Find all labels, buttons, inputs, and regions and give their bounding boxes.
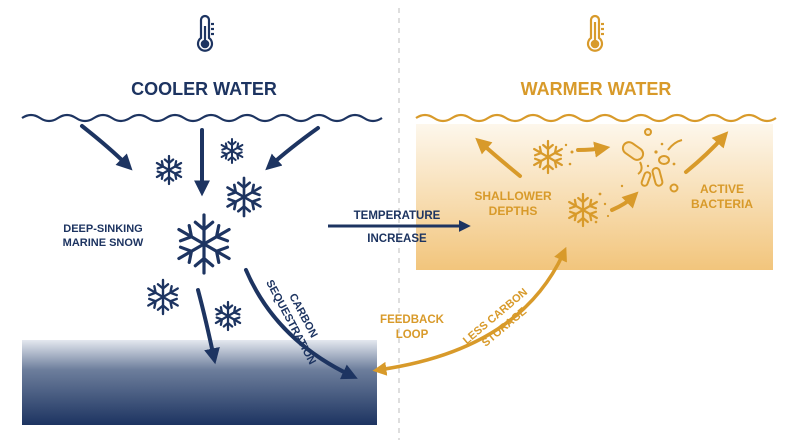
warmer-title: WARMER WATER — [521, 79, 672, 99]
snowflake-icon — [214, 300, 242, 332]
snowflake-icon — [177, 213, 231, 275]
snowflake-icon — [155, 154, 183, 186]
feedback-label-line2: LOOP — [396, 329, 429, 341]
snowflake-icon — [220, 137, 244, 165]
arrow-icon — [684, 131, 729, 174]
feedback-arrow-icon — [372, 246, 567, 376]
snow-label-line1: DEEP-SINKING — [63, 223, 142, 235]
particle-dots — [564, 142, 676, 224]
warm-surface-wave-icon — [415, 113, 777, 123]
cool-surface-wave-icon — [21, 113, 383, 123]
arrow-icon — [196, 288, 220, 365]
arrow-icon — [610, 191, 639, 212]
temperature-label-line1: TEMPERATURE — [354, 210, 441, 222]
bacteria-label-line2: BACTERIA — [691, 197, 753, 211]
cooler-title: COOLER WATER — [131, 79, 277, 99]
arrow-icon — [244, 268, 358, 380]
depth-label-line2: DEPTHS — [489, 204, 538, 218]
bacteria-label-line1: ACTIVE — [700, 182, 744, 196]
snowflake-icon — [226, 176, 262, 218]
feedback-label-line1: FEEDBACK — [380, 314, 445, 326]
thermometer-icon — [586, 14, 604, 52]
depth-label-line1: SHALLOWER — [474, 189, 552, 203]
arrow-icon — [475, 137, 522, 178]
bacteria-icon — [621, 128, 683, 193]
snowflake-icon — [147, 278, 179, 316]
temperature-label-line2: INCREASE — [367, 233, 427, 245]
arrow-icon — [80, 124, 133, 171]
thermometer-icon — [196, 14, 214, 52]
snow-label-line2: MARINE SNOW — [63, 237, 144, 249]
deep-water-region — [22, 340, 377, 425]
arrow-icon — [265, 126, 320, 171]
arrow-icon — [576, 141, 611, 158]
